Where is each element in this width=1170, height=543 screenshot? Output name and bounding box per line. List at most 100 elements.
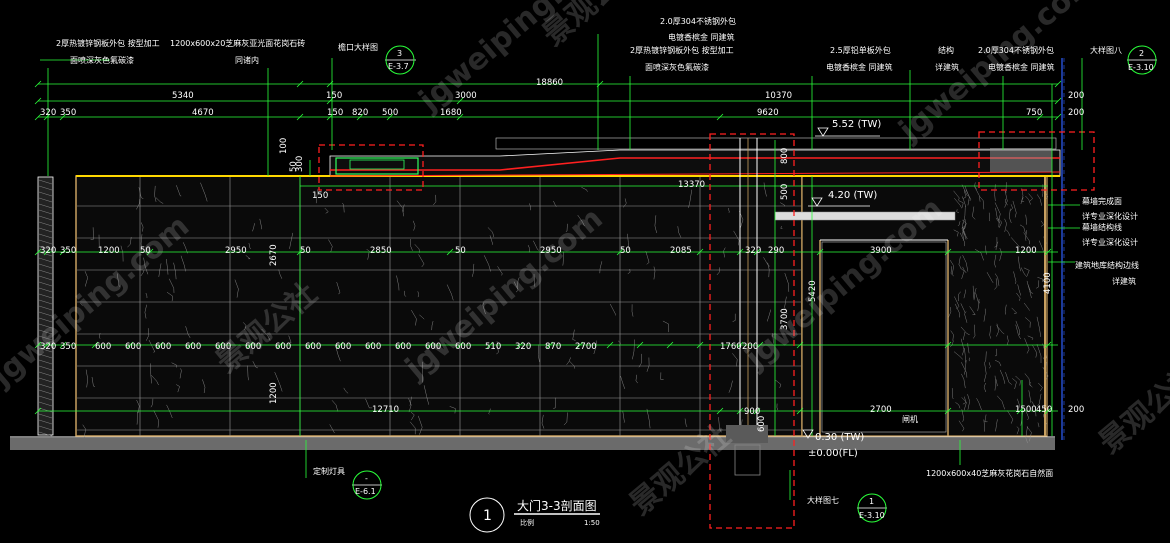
callout-eave[interactable]: 3 E-3.7 (385, 45, 416, 75)
column-hatch (38, 203, 53, 209)
dimension-tick (336, 341, 344, 349)
dimension-tick (216, 341, 224, 349)
column-hatch (38, 377, 53, 383)
stone-vein (718, 417, 722, 433)
stone-vein (449, 406, 456, 414)
stone-vein (983, 382, 987, 393)
stone-vein (972, 324, 976, 339)
dimension-label: 1200 (269, 382, 279, 404)
stone-vein (144, 304, 147, 319)
dimension-label: 1680 (440, 108, 462, 118)
stone-vein (154, 185, 157, 202)
stone-vein (776, 403, 779, 411)
stone-vein (274, 372, 283, 392)
stone-vein (402, 204, 405, 217)
dimension-label: 3700 (780, 308, 790, 330)
dimension-label: 5340 (172, 91, 194, 101)
dimension-label: 600 (757, 416, 767, 432)
stone-vein (1024, 338, 1030, 354)
note-ss-1b: 电镀香槟金 同建筑 (668, 32, 735, 42)
dimension-tick (426, 341, 434, 349)
stone-vein (958, 420, 965, 432)
stone-vein (660, 372, 664, 380)
column-hatch (38, 329, 53, 335)
stone-vein (414, 244, 420, 253)
callout-detail-seven[interactable]: 1 E-3.10 (857, 493, 887, 523)
level-mid: 4.20 (TW) (828, 190, 877, 201)
stone-vein (1005, 198, 1008, 206)
stone-vein (986, 272, 994, 284)
dimension-label: 50 (300, 246, 311, 256)
stone-vein (410, 238, 413, 251)
column-hatch (38, 419, 53, 425)
stone-vein (964, 360, 967, 375)
stone-vein (91, 376, 96, 388)
stone-vein (988, 362, 991, 369)
dimension-label: 600 (95, 342, 111, 352)
dimension-tick (146, 248, 154, 256)
stone-vein (1004, 218, 1007, 232)
callout-custom-lamp[interactable]: - E-6.1 (352, 470, 382, 500)
stone-vein (158, 263, 162, 277)
stone-vein (140, 222, 144, 232)
dimension-tick (486, 341, 494, 349)
stone-vein (983, 308, 986, 322)
callout-eight-num: 2 (1139, 49, 1144, 58)
stone-vein (1038, 240, 1045, 253)
stone-vein (248, 243, 251, 250)
stone-vein (739, 211, 744, 228)
stone-vein (953, 229, 959, 237)
stone-vein (1017, 284, 1022, 296)
stone-vein (964, 347, 966, 363)
stone-vein (1028, 390, 1032, 403)
stone-vein (1020, 188, 1024, 205)
stone-vein (82, 424, 86, 438)
stone-vein (999, 248, 1002, 261)
dimension-tick (576, 341, 584, 349)
stone-vein (975, 292, 980, 311)
dimension-label: 12710 (372, 405, 399, 415)
dimension-tick (296, 80, 304, 88)
top-annotations: 2厚热镀锌钢板外包 按型加工 面喷深灰色氟碳漆 1200x600x20芝麻灰亚光… (56, 16, 1122, 72)
stone-vein (763, 182, 767, 197)
stone-vein (955, 402, 961, 409)
level-markers: 5.52 (TW) 4.20 (TW) 0.30 (TW) ±0.00(FL) (802, 119, 881, 459)
stone-vein (989, 325, 992, 339)
stone-vein (622, 411, 625, 423)
column-hatch (38, 215, 53, 221)
stone-vein (974, 248, 984, 261)
stone-vein (732, 313, 736, 322)
stone-vein (1036, 344, 1042, 363)
stone-vein (962, 190, 967, 199)
callout-detail-eight[interactable]: 2 E-3.10 (1127, 45, 1157, 75)
dimension-label: 1200 (1015, 246, 1037, 256)
dimension-tick (34, 341, 42, 349)
stone-vein (200, 182, 208, 202)
dimension-tick (34, 248, 42, 256)
stone-vein (985, 245, 987, 255)
stone-vein (482, 302, 486, 315)
drawing-title-block: 1 大门3-3剖面图 比例 1:50 (469, 497, 600, 533)
dimension-tick (296, 113, 304, 121)
column-hatch (38, 347, 53, 353)
stone-vein (953, 190, 960, 200)
stone-vein (727, 207, 730, 213)
dimension-tick (796, 341, 804, 349)
dimension-label: 600 (125, 342, 141, 352)
stone-vein (150, 398, 154, 408)
stone-vein (780, 225, 783, 229)
stone-vein (328, 239, 333, 253)
stone-vein (963, 219, 966, 232)
stone-vein (1037, 276, 1044, 283)
stone-vein (553, 397, 556, 409)
stone-vein (85, 369, 88, 388)
stone-vein (662, 320, 669, 333)
stone-vein (418, 415, 423, 435)
stone-vein (166, 404, 173, 419)
note-aluminum: 2.5厚铝单板外包 (830, 45, 891, 55)
dimension-label: 10370 (765, 91, 792, 101)
dimension-label: 600 (215, 342, 231, 352)
dimension-label: 18860 (536, 78, 563, 88)
stone-vein (976, 398, 982, 411)
